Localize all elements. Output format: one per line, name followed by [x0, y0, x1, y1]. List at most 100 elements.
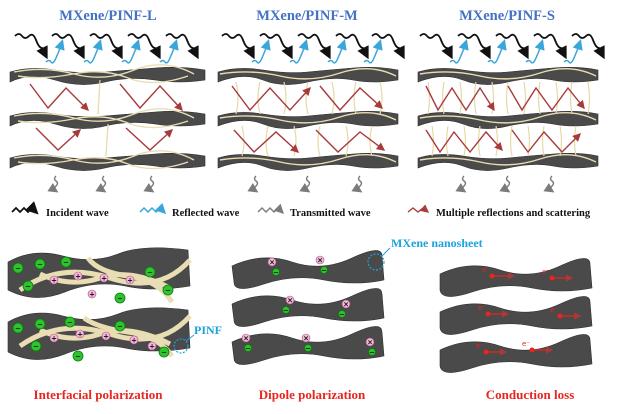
caption-dipole: Dipole polarization: [259, 387, 366, 402]
negative-charge-glyph: −: [321, 267, 327, 275]
multiple-reflections-icon: [407, 204, 430, 213]
positive-charge-glyph: +: [51, 335, 57, 343]
transmitted-wave-icon: [257, 203, 284, 214]
panel-pinf-m: MXene/PINF-M: [217, 8, 405, 193]
transmitted-waves: [47, 175, 155, 193]
positive-charge-glyph: +: [101, 275, 107, 283]
transmitted-waves: [455, 175, 555, 193]
dipole-glyph: ×: [343, 301, 349, 309]
caption-conduction: Conduction loss: [486, 387, 575, 402]
positive-charge-glyph: +: [149, 343, 155, 351]
multiple-reflections: [425, 85, 585, 154]
legend-incident: Incident wave: [11, 201, 109, 219]
negative-charge-glyph: −: [117, 323, 123, 331]
negative-charge-glyph: −: [63, 259, 69, 267]
negative-charge-glyph: −: [165, 287, 171, 295]
negative-charge-glyph: −: [273, 269, 279, 277]
panel-title: MXene/PINF-M: [256, 8, 358, 24]
multiple-reflections: [231, 85, 386, 153]
dipole-glyph: ×: [269, 259, 275, 267]
negative-charge-glyph: −: [245, 345, 251, 353]
negative-charges: [12, 256, 174, 362]
reflected-waves: [45, 39, 179, 64]
negative-charge-glyph: −: [15, 325, 21, 333]
electron-glyph: e⁻: [478, 304, 486, 312]
reflected-wave-icon: [139, 202, 167, 215]
electron-hopping: [483, 272, 582, 356]
positive-charge-glyph: +: [127, 277, 133, 285]
mxene-layers: [217, 67, 399, 171]
dipole-glyph: ×: [303, 335, 309, 343]
positive-charge-glyph: +: [77, 331, 83, 339]
panel-pinf-s: MXene/PINF-S: [417, 8, 605, 193]
dipole-glyph: ×: [367, 339, 373, 347]
negative-charge-glyph: −: [369, 349, 375, 357]
legend-label: Incident wave: [46, 208, 109, 219]
incident-waves: [419, 33, 605, 60]
positive-charge-glyph: +: [75, 273, 81, 281]
pinf-callout-line: [185, 334, 195, 342]
incident-waves: [221, 33, 405, 60]
dipole-glyph: ×: [287, 297, 293, 305]
negative-charge-glyph: −: [339, 311, 345, 319]
dipole-glyph: ×: [317, 257, 323, 265]
positive-charge-glyph: +: [51, 277, 57, 285]
negative-charge-glyph: −: [283, 307, 289, 315]
negative-charge-glyph: −: [305, 345, 311, 353]
negative-charge-glyph: −: [37, 321, 43, 329]
negative-charge-glyph: −: [147, 269, 153, 277]
panel-title: MXene/PINF-S: [459, 8, 555, 24]
positive-charge-glyph: +: [131, 337, 137, 345]
legend-label: Multiple reflections and scattering: [436, 208, 591, 219]
multiple-reflections: [29, 83, 183, 151]
pinf-fibers: [419, 68, 597, 166]
legend-reflected: Reflected wave: [139, 202, 240, 219]
negative-charge-glyph: −: [37, 261, 43, 269]
panel-title: MXene/PINF-L: [59, 8, 157, 24]
legend-label: Reflected wave: [172, 208, 240, 219]
positive-charge-glyph: +: [103, 333, 109, 341]
legend-label: Transmitted wave: [290, 208, 371, 219]
dipoles: [241, 255, 376, 356]
charge-glyphs: −−−−−−−−−−−−−−−−−−−−−++++++++++×××××××e⁻…: [15, 257, 558, 361]
incident-wave-icon: [11, 201, 39, 215]
mxene-layers: [417, 67, 599, 171]
reflected-waves: [449, 39, 583, 64]
panel-pinf-l: MXene/PINF-L: [9, 8, 206, 193]
panel-conduction-loss: Conduction loss: [439, 258, 593, 402]
legend: Incident wave Reflected wave Transmitted…: [11, 201, 591, 219]
caption-interfacial: Interfacial polarization: [34, 387, 164, 402]
negative-charge-glyph: −: [117, 295, 123, 303]
negative-charge-glyph: −: [67, 319, 73, 327]
legend-multiple: Multiple reflections and scattering: [407, 204, 591, 219]
electron-glyph: e⁻: [550, 306, 558, 314]
mxene-callout-label: MXene nanosheet: [391, 236, 483, 250]
negative-charge-glyph: −: [15, 265, 21, 273]
pinf-fibers: [13, 64, 195, 170]
mxene-callout-circle: [367, 253, 385, 271]
panel-interfacial-polarization: PINF Interfacial polarization: [7, 247, 222, 402]
dipole-glyph: ×: [243, 335, 249, 343]
electron-glyph: e⁻: [522, 340, 530, 348]
panel-dipole-polarization: MXene nanosheet Dipole polarization: [231, 236, 483, 402]
transmitted-waves: [247, 175, 363, 193]
mxene-callout-line: [381, 247, 391, 257]
incident-waves: [14, 33, 199, 60]
pinf-callout-label: PINF: [194, 323, 222, 337]
electron-glyph: e⁻: [482, 266, 490, 274]
positive-charge-glyph: +: [89, 291, 95, 299]
negative-charge-glyph: −: [161, 349, 167, 357]
electron-glyph: e⁻: [476, 342, 484, 350]
pinf-callout-circle: [173, 338, 189, 354]
negative-charge-glyph: −: [25, 283, 31, 291]
pinf-fiber-bundle: [18, 256, 192, 358]
electron-glyph: e⁻: [542, 268, 550, 276]
positive-charges: [49, 271, 157, 351]
negative-charge-glyph: −: [33, 343, 39, 351]
pinf-fibers: [219, 68, 397, 166]
legend-transmitted: Transmitted wave: [257, 203, 371, 219]
negative-charge-glyph: −: [75, 353, 81, 361]
mxene-layers: [9, 67, 206, 171]
reflected-waves: [251, 39, 383, 64]
